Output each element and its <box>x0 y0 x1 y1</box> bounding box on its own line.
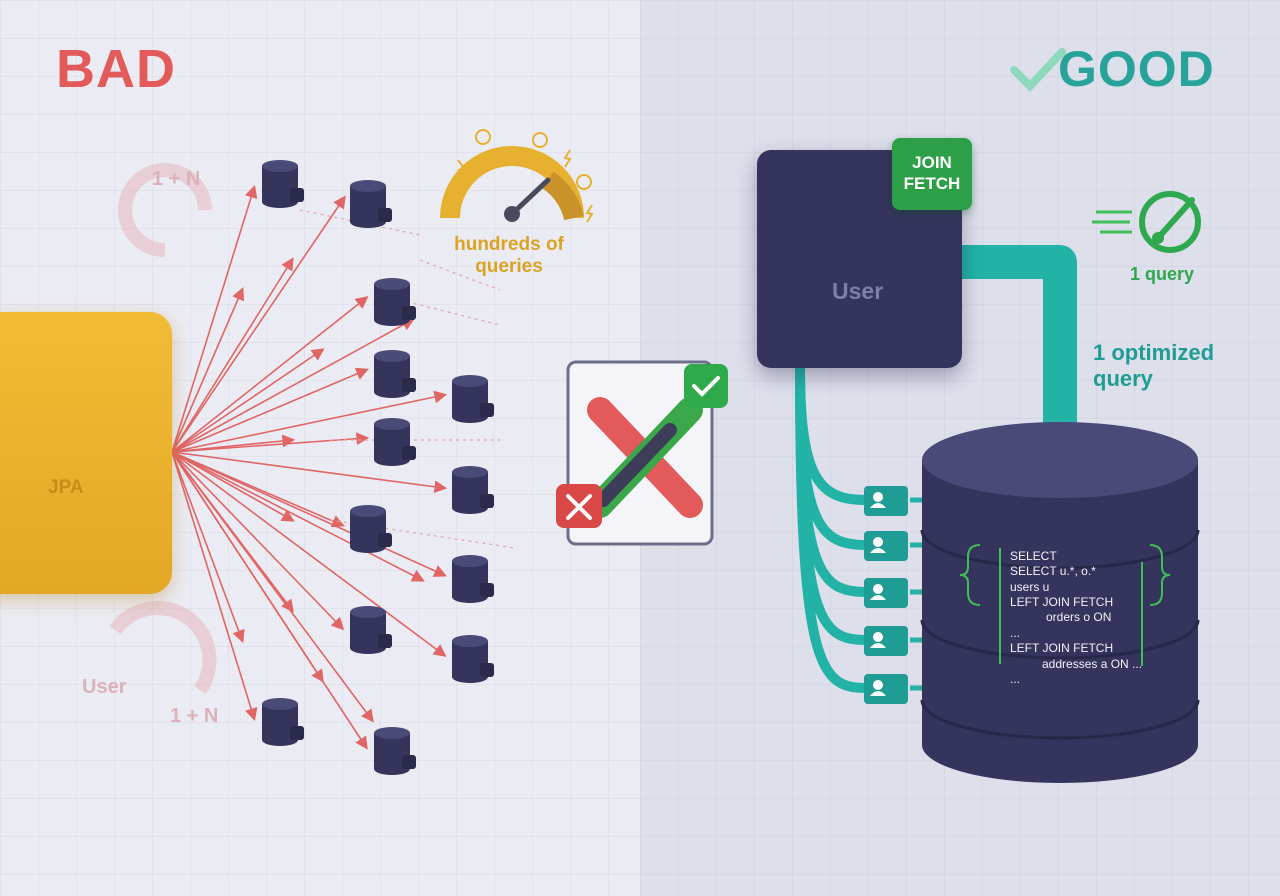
n-plus-one-bottom-label: 1 + N <box>170 705 219 727</box>
person-icon <box>873 632 883 642</box>
database-cylinder-icon <box>452 635 494 683</box>
n-plus-one-top-label: 1 + N <box>152 168 201 190</box>
person-icon <box>873 537 883 547</box>
sql-line: ... <box>1010 672 1021 686</box>
sql-line: SELECT u.*, o.* <box>1010 564 1096 578</box>
user-record-icon <box>864 674 908 704</box>
checkmark-icon <box>1010 48 1066 92</box>
sql-line: SELECT <box>1010 549 1057 563</box>
query-arrow <box>171 451 345 631</box>
query-arrow <box>171 451 258 722</box>
query-arrow <box>171 451 425 582</box>
user-record-icon <box>864 531 908 561</box>
query-arrow <box>171 451 447 577</box>
user-label: User <box>832 278 884 304</box>
user-faint-label: User <box>82 676 127 698</box>
sql-line: LEFT JOIN FETCH <box>1010 641 1114 655</box>
query-arrow <box>171 451 448 494</box>
query-arrow <box>171 184 258 453</box>
person-icon <box>870 503 886 508</box>
good-title: GOOD <box>1058 41 1215 97</box>
database-cylinder-icon <box>374 350 416 398</box>
dashed-connector <box>329 519 516 549</box>
person-icon <box>870 691 886 696</box>
person-icon <box>873 680 883 690</box>
jpa-label: JPA <box>48 477 84 498</box>
query-arrow <box>171 434 296 453</box>
database-cylinder-icon <box>262 698 304 746</box>
query-arrow <box>171 451 245 643</box>
join-fetch-label: JOIN FETCH <box>903 153 961 193</box>
database-cylinder-icon <box>350 606 392 654</box>
query-arrow <box>171 287 245 453</box>
query-arrow <box>171 195 346 453</box>
query-arrow <box>171 451 374 723</box>
compare-document-icon <box>556 360 728 546</box>
database-cylinder-icon <box>374 727 416 775</box>
person-icon <box>870 548 886 553</box>
speedometer-icon <box>440 129 594 223</box>
query-arrow <box>171 318 415 453</box>
loop-arrow-icon <box>109 163 217 695</box>
one-query-label: 1 query <box>1130 264 1195 284</box>
query-arrow <box>171 348 325 453</box>
user-record-icon <box>864 486 908 516</box>
sql-line: addresses a ON ... <box>1042 657 1143 671</box>
sql-line: LEFT JOIN FETCH <box>1010 595 1114 609</box>
sql-line: ... <box>1010 626 1021 640</box>
fetch-branch <box>795 367 867 693</box>
dashed-connector <box>419 259 501 291</box>
bad-title: BAD <box>56 39 176 99</box>
jpa-block <box>0 312 172 594</box>
person-icon <box>873 492 883 502</box>
optimized-query-label: 1 optimized query <box>1093 340 1215 391</box>
database-cylinder-icon <box>452 466 494 514</box>
user-record-icon <box>864 626 908 656</box>
query-arrow <box>171 390 448 453</box>
sql-line: orders o ON <box>1046 610 1112 624</box>
query-arrow <box>171 451 295 522</box>
database-cylinder-icon <box>374 278 416 326</box>
person-icon <box>870 595 886 600</box>
person-icon <box>873 584 883 594</box>
dashed-connector <box>399 299 501 326</box>
database-icon <box>920 422 1200 783</box>
query-arrow <box>171 257 294 453</box>
database-cylinder-icon <box>350 505 392 553</box>
database-cylinder-icon <box>452 555 494 603</box>
database-cylinder-icon <box>350 180 392 228</box>
person-icon <box>870 643 886 648</box>
query-arrow <box>171 367 369 453</box>
database-instances <box>262 160 494 775</box>
query-arrow <box>171 432 370 453</box>
join-fetch-badge <box>892 138 972 210</box>
database-cylinder-icon <box>452 375 494 423</box>
fast-gauge-icon <box>1092 191 1201 253</box>
sql-line: users u <box>1010 580 1050 594</box>
database-cylinder-icon <box>262 160 304 208</box>
user-record-icon <box>864 578 908 608</box>
query-arrow <box>171 451 324 683</box>
query-arrow <box>171 451 447 657</box>
database-cylinder-icon <box>374 418 416 466</box>
hundreds-of-queries-label: hundreds of queries <box>454 234 564 277</box>
query-arrows <box>171 184 516 750</box>
query-arrow <box>171 296 369 453</box>
